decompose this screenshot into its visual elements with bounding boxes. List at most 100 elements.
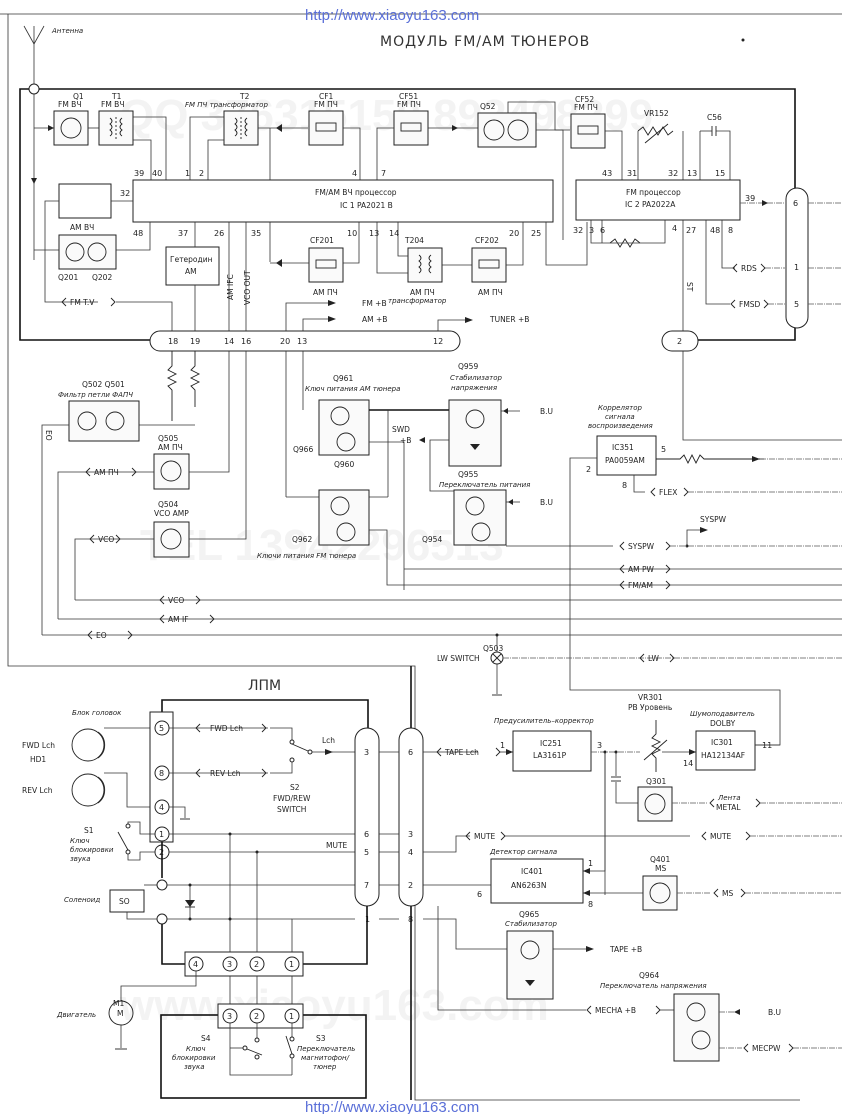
ic2-pin: 3 xyxy=(589,226,594,235)
am-rf-desc: AM ВЧ xyxy=(70,223,94,232)
connector-pin: 3 xyxy=(408,830,413,839)
ic2-pin: 48 xyxy=(710,226,720,235)
connector-pin: 2 xyxy=(677,337,682,346)
zener-diode-icon xyxy=(525,980,535,986)
q504-ref: Q504 xyxy=(158,500,178,509)
ic251-pin-out: 3 xyxy=(597,741,602,750)
vco-label: VCO xyxy=(168,596,184,605)
ic2-part: IC 2 PA2022A xyxy=(625,200,676,209)
q505-ref: Q505 xyxy=(158,434,178,443)
c56-capacitor-icon xyxy=(711,126,717,136)
s2-line2: SWITCH xyxy=(277,805,306,814)
q1-desc: FM ВЧ xyxy=(58,100,81,109)
ic1-pin: 2 xyxy=(199,169,204,178)
lw-switch-icon xyxy=(490,651,504,665)
tuner-frame-left xyxy=(19,88,150,341)
am-rf-block xyxy=(58,183,112,219)
t204-ref: T204 xyxy=(404,236,424,245)
s1-line1: Ключ xyxy=(70,837,89,845)
module-title: МОДУЛЬ FM/AM ТЮНЕРОВ xyxy=(380,34,590,50)
ic351-pin-in: 2 xyxy=(586,465,591,474)
q502-transistor-icon xyxy=(77,411,97,431)
q966-ref: Q966 xyxy=(293,445,313,454)
ic1-pin: 40 xyxy=(152,169,162,178)
resistor-icon xyxy=(189,351,201,407)
ic401-pin6: 6 xyxy=(477,890,482,899)
s4-switch-icon xyxy=(229,1023,292,1076)
ic1-pin: 13 xyxy=(369,229,379,238)
q959-ref: Q959 xyxy=(458,362,478,371)
s4-line1: Ключ xyxy=(186,1045,205,1053)
vr301-ref: VR301 xyxy=(638,693,663,702)
connector-pin: 13 xyxy=(297,337,307,346)
st-label: ST xyxy=(685,282,694,292)
q961-block xyxy=(318,399,370,456)
vco-out-label: VCO OUT xyxy=(243,270,252,305)
cf51-desc: FM ПЧ xyxy=(397,100,421,109)
ic2-pin: 15 xyxy=(715,169,725,178)
ic2-pin: 8 xyxy=(728,226,733,235)
lpm-title: ЛПМ xyxy=(248,678,281,694)
q1-transistor-icon xyxy=(60,117,82,139)
ic2-name: FM процессор xyxy=(626,188,681,197)
m1-ref: M1 xyxy=(113,999,124,1008)
q961-ref: Q961 xyxy=(333,374,353,383)
q964-ref: Q964 xyxy=(639,971,659,980)
resistor-icon xyxy=(656,453,764,465)
ic301-part: HA12134AF xyxy=(701,751,745,760)
connector-pin: 4 xyxy=(193,960,198,969)
q959-block xyxy=(448,399,502,467)
antenna-label: Антенна xyxy=(51,27,83,35)
ic1-pin: 32 xyxy=(120,189,130,198)
t2-ref: T2 xyxy=(239,92,250,101)
head-fwd-icon xyxy=(71,728,106,762)
ic401-block xyxy=(490,858,584,904)
zener-diode-icon xyxy=(470,444,480,450)
ic1-pin: 48 xyxy=(133,229,143,238)
q964-transistor-icon-2 xyxy=(691,1030,711,1050)
ic401-ref: IC401 xyxy=(521,867,543,876)
diode-icon xyxy=(185,900,195,907)
connector-pin: 12 xyxy=(433,337,443,346)
ground-icon xyxy=(169,806,190,820)
q954-ref: Q954 xyxy=(422,535,442,544)
t1-block xyxy=(98,110,134,146)
ic251-pin-in: 1 xyxy=(500,741,505,750)
q503-ref: Q503 xyxy=(483,644,503,653)
q965-transistor-icon xyxy=(520,940,540,960)
tuner-b-label: TUNER +B xyxy=(489,315,529,324)
connector-pin: 19 xyxy=(190,337,200,346)
vr152-resistor-icon xyxy=(637,126,674,136)
s2-ref: S2 xyxy=(290,783,300,792)
head-rev-icon xyxy=(71,773,106,807)
q1-block xyxy=(53,110,89,146)
lch-label: Lch xyxy=(322,736,335,745)
q52-transistor-icon-1 xyxy=(483,119,505,141)
fwd-lch-label: FWD Lch xyxy=(210,724,243,733)
connector-main xyxy=(149,330,461,352)
ic2-pin: 4 xyxy=(672,224,677,233)
connector-mid xyxy=(661,330,699,352)
connector-pin: 2 xyxy=(254,960,259,969)
ic301-pin-out: 11 xyxy=(762,741,772,750)
q505-block xyxy=(153,453,190,490)
q201-transistor-icon xyxy=(65,242,85,262)
connector-pin: 20 xyxy=(280,337,290,346)
connector-pin: 6 xyxy=(408,748,413,757)
ic1-name: FM/AM ВЧ процессор xyxy=(315,188,397,197)
connector-pin: 3 xyxy=(364,748,369,757)
q961-desc: Ключ питания AM тюнера xyxy=(305,385,400,393)
ic401-pin8: 8 xyxy=(588,900,593,909)
vr301-pot-icon xyxy=(650,720,662,772)
diode-icon xyxy=(276,124,282,132)
q502-q501-block xyxy=(68,400,140,442)
q962-desc: Ключи питания FM тюнера xyxy=(257,552,356,560)
swd-line2: +B xyxy=(400,436,411,445)
ic2-trim-resistor-icon xyxy=(609,238,641,248)
s3-line3: тюнер xyxy=(313,1063,337,1071)
q965-block xyxy=(506,930,554,1000)
q501-transistor-icon xyxy=(105,411,125,431)
metal-label-2: METAL xyxy=(716,803,741,812)
ic1-pin: 39 xyxy=(134,169,144,178)
connector-right xyxy=(785,187,809,329)
